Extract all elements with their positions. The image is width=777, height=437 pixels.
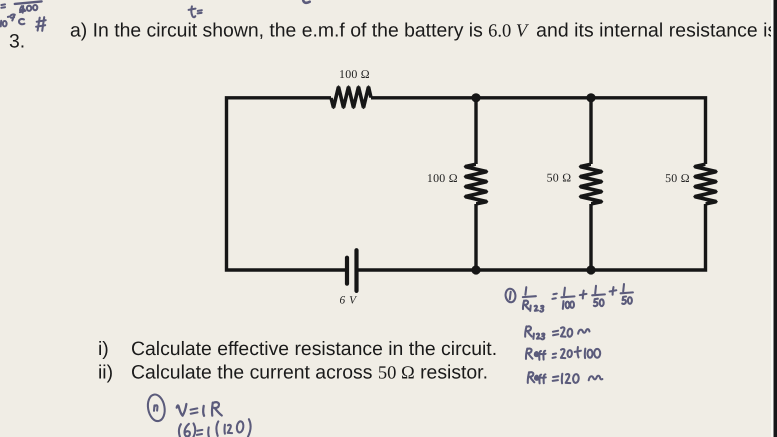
svg-text:6 V: 6 V	[340, 294, 358, 306]
svg-text:100 Ω: 100 Ω	[427, 171, 458, 185]
svg-text:100 Ω: 100 Ω	[339, 67, 370, 81]
svg-text:a) In the circuit shown, the e: a) In the circuit shown, the e.m.f of th…	[70, 20, 777, 42]
svg-text:50 Ω: 50 Ω	[665, 171, 690, 185]
svg-text:i): i)	[98, 338, 109, 360]
svg-text:3.: 3.	[9, 30, 25, 52]
svg-text:50 Ω: 50 Ω	[547, 171, 572, 185]
svg-text:Calculate the current across 5: Calculate the current across 50 Ω resist…	[131, 362, 488, 384]
svg-text:Calculate effective resistance: Calculate effective resistance in the ci…	[131, 338, 497, 360]
svg-text:ii): ii)	[98, 362, 113, 384]
